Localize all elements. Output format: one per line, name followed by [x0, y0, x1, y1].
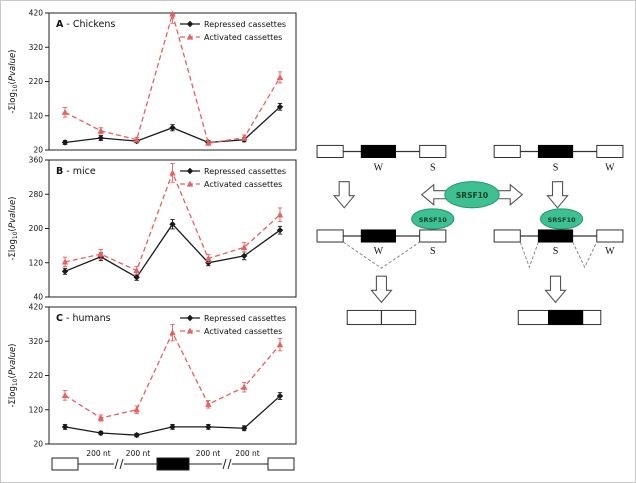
svg-text:-Σlog10(Pvalue): -Σlog10(Pvalue): [8, 343, 19, 407]
svg-text:120: 120: [29, 258, 44, 267]
gene-structure-axis-svg: 200 nt 200 nt 200 nt 200 nt: [51, 449, 295, 471]
exon-box: [419, 144, 447, 159]
svg-text:420: 420: [29, 9, 44, 18]
svg-text:280: 280: [29, 190, 44, 199]
svg-text:200 nt: 200 nt: [126, 449, 150, 458]
svg-text:200 nt: 200 nt: [86, 449, 110, 458]
x-axis-gene-structure: 200 nt 200 nt 200 nt 200 nt: [5, 448, 305, 480]
splice-site-label: W: [374, 163, 384, 174]
svg-text:-Σlog10(Pvalue): -Σlog10(Pvalue): [8, 196, 19, 260]
srsf10-label: SRSF10: [456, 191, 488, 200]
exon-box: [493, 144, 521, 159]
svg-text:Activated cassettes: Activated cassettes: [204, 327, 282, 336]
chart-panel-mice: 40 120 200 280 360 B - mice Repressed cassette…: [5, 154, 305, 302]
chart-svg: 40 120 200 280 360 B - mice Repressed cassette…: [8, 156, 297, 302]
exon-box: [316, 229, 344, 243]
premrna-top-left: W S: [316, 144, 447, 174]
mrna-product-skipped: [346, 309, 417, 326]
svg-text:Repressed cassettes: Repressed cassettes: [204, 167, 286, 176]
splice-site-label: S: [430, 163, 436, 174]
srsf10-protein: [539, 208, 584, 230]
svg-text:120: 120: [29, 111, 44, 120]
svg-text:Activated cassettes: Activated cassettes: [204, 33, 282, 42]
chart-svg: 20 120 220 320 420 A - Chickens Repressed cass…: [8, 9, 297, 155]
down-arrow-right: [544, 275, 567, 304]
splice-site-label: S: [553, 163, 559, 174]
splice-site-label: S: [430, 246, 436, 257]
svg-text:120: 120: [29, 405, 44, 414]
chart-panel-humans: 20 120 220 320 420 C - humans Repressed casset…: [5, 301, 305, 449]
premrna-mid-right: SRSF10 S W: [493, 208, 624, 269]
splice-site-label: W: [605, 246, 615, 257]
cassette-exon-box: [537, 229, 574, 243]
exon-box: [596, 229, 624, 243]
cassette-exon-box: [537, 144, 574, 159]
exon-box: [419, 229, 447, 243]
splice-site-label: S: [553, 246, 559, 257]
exon-box: [596, 144, 624, 159]
svg-text:200: 200: [29, 224, 44, 233]
down-arrow-left: [370, 275, 393, 304]
chart-svg: 20 120 220 320 420 C - humans Repressed casset…: [8, 303, 297, 449]
svg-text:200 nt: 200 nt: [235, 449, 259, 458]
srsf10-mechanism-diagram: W S S W SRSF10 SRSF10 W: [316, 144, 624, 326]
splice-site-label: W: [374, 246, 384, 257]
svg-text:B - mice: B - mice: [56, 166, 96, 177]
svg-text:320: 320: [29, 337, 44, 346]
svg-text:220: 220: [29, 77, 44, 86]
svg-text:40: 40: [33, 293, 43, 302]
srsf10-protein: [411, 208, 455, 230]
included-cassette-box: [547, 309, 584, 326]
splicing-path-include: [572, 241, 598, 269]
svg-text:200 nt: 200 nt: [196, 449, 220, 458]
mrna-product-included: [517, 309, 602, 326]
svg-text:-Σlog10(Pvalue): -Σlog10(Pvalue): [8, 49, 19, 113]
svg-text:20: 20: [33, 146, 43, 155]
exon-box: [493, 229, 521, 243]
exon-box: [316, 144, 344, 159]
splice-site-label: W: [605, 163, 615, 174]
cassette-exon-box: [360, 229, 397, 243]
srsf10-label: SRSF10: [419, 216, 447, 224]
splicing-path-skip: [342, 241, 420, 269]
svg-text:320: 320: [29, 43, 44, 52]
svg-text:20: 20: [33, 440, 43, 449]
svg-text:220: 220: [29, 371, 44, 380]
svg-text:A - Chickens: A - Chickens: [56, 19, 115, 30]
premrna-top-right: S W: [493, 144, 624, 174]
svg-text:Repressed cassettes: Repressed cassettes: [204, 20, 286, 29]
srsf10-protein: [444, 181, 500, 209]
svg-text:Activated cassettes: Activated cassettes: [204, 180, 282, 189]
svg-text:Repressed cassettes: Repressed cassettes: [204, 314, 286, 323]
premrna-mid-left: SRSF10 W S: [316, 208, 455, 269]
down-arrow-left: [332, 181, 356, 209]
svg-text:C - humans: C - humans: [56, 313, 111, 324]
svg-text:360: 360: [29, 156, 44, 165]
srsf10-label: SRSF10: [548, 216, 576, 224]
chart-panel-chickens: 20 120 220 320 420 A - Chickens Repressed cass…: [5, 7, 305, 155]
cassette-exon-box: [360, 144, 397, 159]
splicing-path-include: [519, 241, 539, 269]
svg-text:420: 420: [29, 303, 44, 312]
down-arrow-right: [546, 181, 569, 209]
